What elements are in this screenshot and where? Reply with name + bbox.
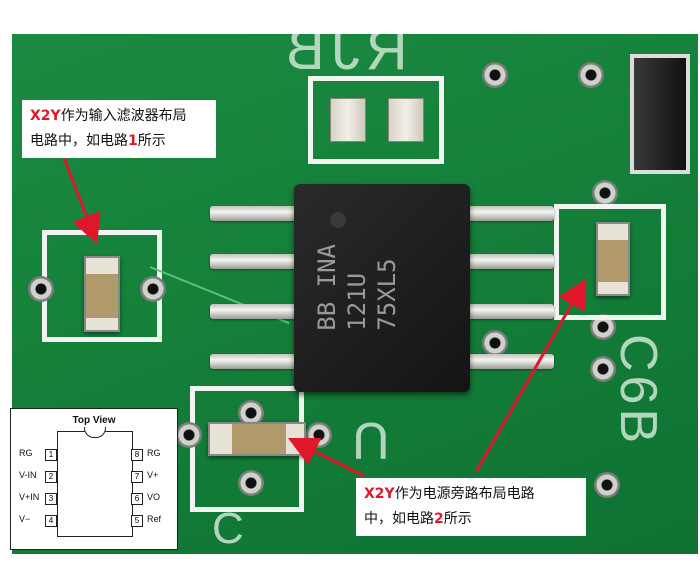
pin-label: VO — [147, 492, 161, 502]
pin-number: 1 — [45, 449, 57, 461]
chip-lead — [460, 206, 554, 221]
rjb-pad-right — [388, 98, 424, 142]
header-connector — [630, 54, 690, 174]
pin-label: V-IN — [19, 470, 37, 480]
chip-lead — [210, 354, 304, 369]
silk-label-right: C6B — [609, 334, 667, 448]
chip-lead — [210, 254, 304, 269]
annotation-text: 所示 — [137, 133, 166, 149]
chip-lead — [460, 254, 554, 269]
via — [590, 356, 616, 382]
via — [578, 62, 604, 88]
via — [238, 470, 264, 496]
annotation-power-bypass: X2Y作为电源旁路布局电路 中，如电路2所示 — [356, 478, 586, 536]
annotation-bold: 2 — [434, 511, 444, 527]
via — [482, 330, 508, 356]
chip-lead — [210, 206, 304, 221]
ina-chip: BB INA 121U 75XL5 — [294, 184, 470, 392]
pin-label: RG — [147, 448, 161, 458]
pin-label: V+ — [147, 470, 159, 480]
ic-outline — [57, 431, 133, 537]
arrow-input-filter — [62, 157, 101, 245]
annotation-text: 电路中，如电路 — [30, 133, 128, 149]
pin-label: RG — [19, 448, 33, 458]
annotation-bold: X2Y — [30, 108, 61, 124]
rjb-pad-left — [330, 98, 366, 142]
silk-label-bottom-left: C — [212, 504, 244, 553]
x2y-capacitor-input — [84, 256, 120, 332]
annotation-text: 作为电源旁路布局电路 — [394, 486, 535, 502]
bypass-footprint — [554, 204, 666, 320]
pin-number: 2 — [45, 471, 57, 483]
annotation-text: 所示 — [443, 511, 472, 527]
annotation-bold: X2Y — [364, 486, 395, 502]
chip-lead — [460, 304, 554, 319]
chip-lead — [460, 354, 554, 369]
arrow-bypass-right — [474, 278, 587, 473]
annotation-text: 中，如电路 — [364, 511, 434, 527]
annotation-bold: 1 — [128, 133, 138, 149]
x2y-capacitor-bypass-right — [596, 222, 630, 296]
via — [176, 422, 202, 448]
via — [140, 276, 166, 302]
pin-number: 3 — [45, 493, 57, 505]
via — [592, 180, 618, 206]
annotation-input-filter: X2Y作为输入滤波器布局 电路中，如电路1所示 — [22, 100, 216, 158]
pin-label: V+IN — [19, 492, 40, 502]
via — [482, 62, 508, 88]
pin-number: 5 — [131, 515, 143, 527]
chip-lead — [210, 304, 304, 319]
pinout-title: Top View — [72, 415, 116, 426]
via — [28, 276, 54, 302]
annotation-text: 作为输入滤波器布局 — [60, 108, 187, 124]
pin-label: V− — [19, 514, 31, 524]
pin-number: 8 — [131, 449, 143, 461]
pin1-dot — [330, 212, 346, 228]
pin-number: 6 — [131, 493, 143, 505]
pin-number: 7 — [131, 471, 143, 483]
via — [594, 472, 620, 498]
pin-label: Ref — [147, 514, 162, 524]
via — [238, 400, 264, 426]
pin-number: 4 — [45, 515, 57, 527]
arrow-bypass-bottom — [287, 437, 365, 478]
rjb-footprint — [308, 76, 444, 164]
